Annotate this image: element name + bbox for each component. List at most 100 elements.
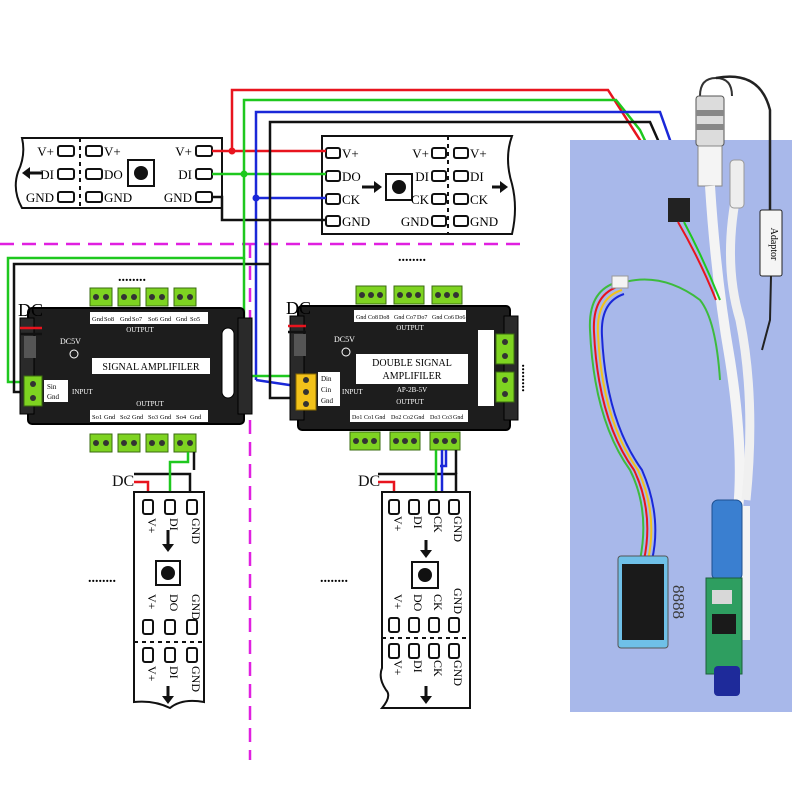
led-chip-dot xyxy=(418,568,432,582)
data-direction-arrow xyxy=(420,540,432,558)
black-wire xyxy=(12,262,270,394)
terminal-label: Gnd xyxy=(120,316,132,323)
terminal-label: Do7 xyxy=(417,315,427,321)
strip-br-top-pads: V+ DI CK GND xyxy=(388,499,465,542)
terminal-label: Gnd xyxy=(356,315,366,321)
ellipsis: ........ xyxy=(88,571,116,586)
pin-label: GND xyxy=(189,518,203,544)
dc-jack xyxy=(24,336,36,358)
terminal-label: Do3 xyxy=(430,415,440,421)
dc-label: DC xyxy=(286,298,311,318)
terminal-label: Co1 xyxy=(364,415,374,421)
input-pin-label: Din xyxy=(321,375,332,383)
pin-label: V+ xyxy=(145,666,159,682)
display-digits: 8888 xyxy=(669,585,688,619)
terminal-label: Do1 xyxy=(352,415,362,421)
input-pin-label: Gnd xyxy=(321,397,334,405)
amp1-input-terminal xyxy=(23,375,43,407)
controller-photo: Adaptor 8888 xyxy=(570,75,792,712)
pin-label: DI xyxy=(411,516,425,529)
terminal-label: Gnd xyxy=(160,316,172,323)
ellipsis: ........ xyxy=(320,571,348,586)
terminal-label: Co3 xyxy=(442,415,452,421)
input-pin-label: Sin xyxy=(47,383,57,391)
terminal-label: Co2 xyxy=(403,415,413,421)
pin-label: V+ xyxy=(391,516,405,532)
input-pin-label: Cin xyxy=(321,386,332,394)
small-connector xyxy=(611,275,629,289)
pin-label: V+ xyxy=(104,144,121,159)
terminal-label: So6 xyxy=(148,316,159,323)
wire-connector xyxy=(668,198,690,222)
led-chip-dot xyxy=(134,166,148,180)
pin-label: V+ xyxy=(391,660,405,676)
terminal-label: Gnd xyxy=(92,316,104,323)
output-label: OUTPUT xyxy=(396,324,424,332)
amp2-top-terminals: Gnd Co8 Do8 Gnd Co7 Do7 Gnd Co6 Do6 OUTP… xyxy=(354,285,466,332)
ellipsis: ........ xyxy=(398,250,426,265)
input-pin-label: Gnd xyxy=(47,393,60,401)
terminal-label: Co7 xyxy=(406,315,416,321)
pin-label: GND xyxy=(104,190,132,205)
pin-label: GND xyxy=(451,588,465,614)
amp1-bottom-terminals: OUTPUT So1 Gnd So2 Gnd So3 Gnd So4 Gnd xyxy=(89,400,208,453)
ellipsis: ........ xyxy=(118,270,146,285)
pin-label: V+ xyxy=(342,146,359,161)
pin-label: V+ xyxy=(391,594,405,610)
led-strip-bottom-left: V+ DI GND V+ DO GND V+ DI GND xyxy=(133,491,205,710)
amp2-model: AP-2B-5V xyxy=(397,386,427,394)
dc-label: DC xyxy=(18,300,43,320)
pin-label: GND xyxy=(451,660,465,686)
section-dividers xyxy=(0,242,528,760)
pin-label: DI xyxy=(40,167,54,182)
terminal-label: Do8 xyxy=(379,315,389,321)
pin-label: V+ xyxy=(412,146,429,161)
terminal-label: So4 xyxy=(176,414,187,421)
led-chip-dot xyxy=(161,566,175,580)
terminal-label: So2 xyxy=(120,414,130,421)
pin-label: CK xyxy=(431,516,445,533)
led-strip-top-left: V+ DI GND V+ DO GND V+ DI GND xyxy=(14,137,223,209)
strip-bl-bottom-pads: V+ DI GND xyxy=(142,647,203,692)
input-label: INPUT xyxy=(72,388,93,396)
amp1-dc-wires: DC xyxy=(18,300,43,336)
controller-case xyxy=(711,499,743,581)
pin-label: DI xyxy=(178,167,192,182)
pin-label: DO xyxy=(411,594,425,612)
amp2-bottom-terminals: OUTPUT Do1 Co1 Gnd Do2 Co2 Gnd Do3 Co3 G… xyxy=(349,398,468,451)
dc-label: DC xyxy=(112,473,134,490)
terminal-label: So8 xyxy=(104,316,114,323)
strip-br-bottom-pads: V+ DI CK GND xyxy=(388,643,465,686)
pin-label: DI xyxy=(411,660,425,673)
terminal-label: Gnd xyxy=(375,415,385,421)
amp1-label-plate xyxy=(92,358,210,374)
amp2-side-terminals xyxy=(478,330,515,406)
strip-tr-right-pads-a: V+ DI CK GND xyxy=(401,146,447,229)
ellipsis: ........ xyxy=(518,364,533,392)
dc-input-label: DC5V xyxy=(60,337,81,346)
dc-socket xyxy=(697,145,723,187)
strip-tl-mid-pads: V+ DO GND xyxy=(85,144,132,205)
data-direction-arrow xyxy=(162,686,174,704)
pin-label: DI xyxy=(167,666,181,679)
terminal-label: Gnd xyxy=(453,415,463,421)
pin-label: CK xyxy=(470,192,489,207)
led-strip-top-right: V+ DO CK GND V+ DI CK GND V+ DI xyxy=(321,135,516,235)
terminal-label: Co6 xyxy=(444,315,454,321)
data-direction-arrow xyxy=(22,167,42,179)
black-wire xyxy=(268,264,296,400)
led-display xyxy=(622,564,664,640)
black-wire xyxy=(212,195,326,222)
input-label: INPUT xyxy=(342,388,363,396)
amp2-title-line1: DOUBLE SIGNAL xyxy=(372,358,452,369)
data-direction-arrow xyxy=(492,181,508,193)
pin-label: GND xyxy=(470,214,498,229)
pin-label: CK xyxy=(411,192,430,207)
amp1-top-terminals: Gnd So8 Gnd So7 So6 Gnd Gnd So5 OUTPUT xyxy=(89,287,208,334)
dc-jack-icon xyxy=(341,347,351,357)
dc-plug xyxy=(695,95,725,147)
double-signal-amplifier: Gnd Co8 Do8 Gnd Co7 Do7 Gnd Co6 Do6 OUTP… xyxy=(289,285,519,451)
terminal-label: Co8 xyxy=(368,315,378,321)
